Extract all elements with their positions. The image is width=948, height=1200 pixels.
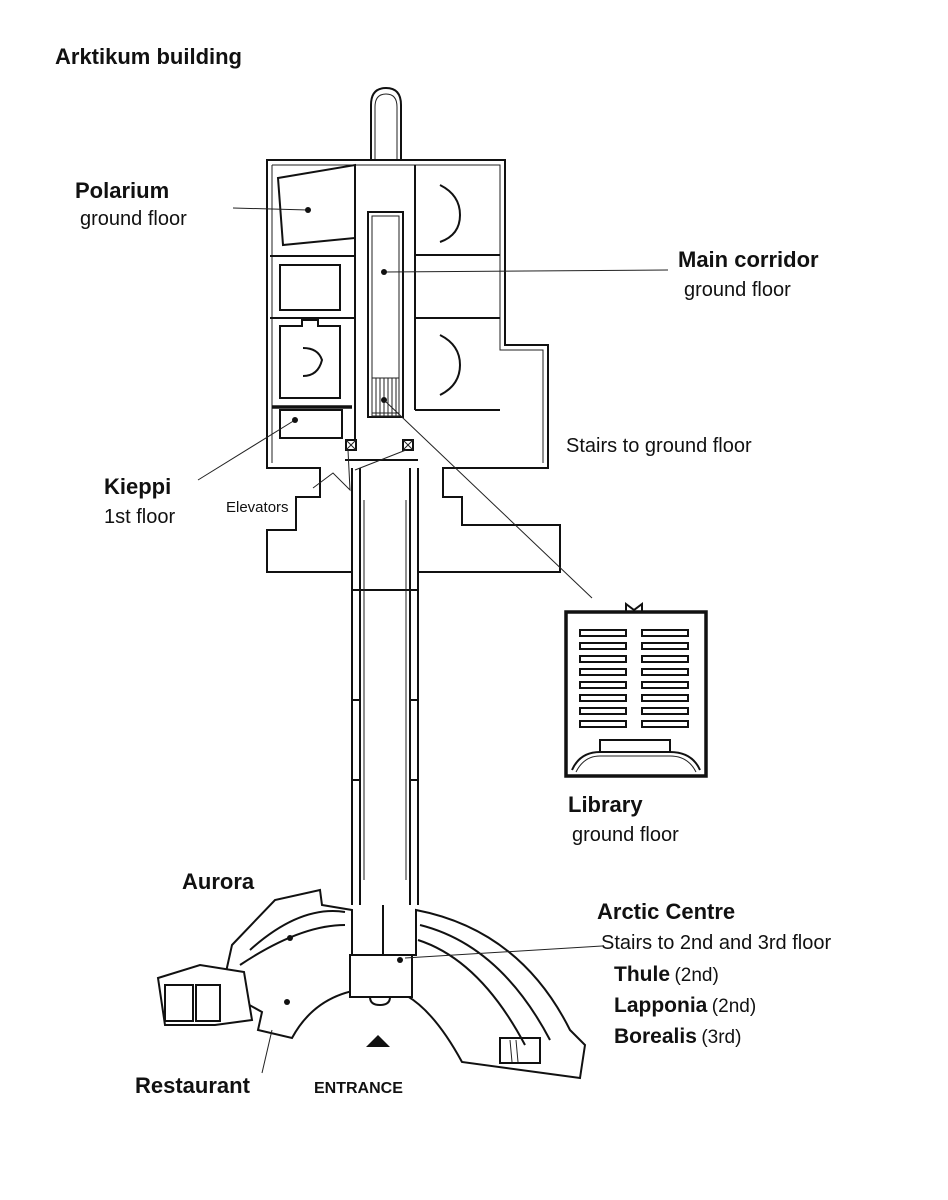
- right-room-apse-2: [439, 334, 462, 396]
- aurora-label: Aurora: [182, 869, 255, 894]
- floor-name: Lapponia: [614, 994, 708, 1017]
- library-label: Library: [568, 792, 643, 817]
- kieppi-floor: 1st floor: [104, 506, 176, 528]
- arctic-centre-label: Arctic Centre: [597, 899, 736, 924]
- restaurant-label: Restaurant: [135, 1073, 250, 1098]
- polarium-label: Polarium: [75, 178, 170, 203]
- floor-thule: Thule (2nd): [614, 963, 719, 987]
- long-corridor: [351, 468, 419, 905]
- floor-level: (2nd): [674, 965, 719, 986]
- floor-name: Thule: [614, 963, 670, 986]
- floor-borealis: Borealis (3rd): [614, 1025, 741, 1049]
- entrance-arrow-icon: [366, 1035, 390, 1047]
- floor-level: (2nd): [711, 996, 757, 1017]
- kieppi-room: [279, 409, 343, 439]
- kieppi-label: Kieppi: [104, 474, 172, 499]
- leader-lines: [197, 207, 669, 1074]
- polarium-floor: ground floor: [80, 208, 187, 230]
- right-room-apse-1: [439, 184, 462, 243]
- stairs-ground-label: Stairs to ground floor: [566, 435, 752, 457]
- elevators-label: Elevators: [226, 499, 289, 516]
- left-room-1: [279, 264, 341, 311]
- library-inset: [564, 602, 708, 778]
- left-room-2: [279, 319, 341, 399]
- floor-level: (3rd): [701, 1027, 742, 1048]
- arctic-centre-stairs: Stairs to 2nd and 3rd floor: [601, 932, 832, 954]
- main-corridor-room: [367, 211, 404, 418]
- polarium-room: [276, 163, 356, 247]
- location-dots: [284, 207, 403, 1005]
- library-floor: ground floor: [572, 824, 679, 846]
- main-corridor-label: Main corridor: [678, 247, 819, 272]
- main-corridor-floor: ground floor: [684, 279, 791, 301]
- map-title: Arktikum building: [55, 44, 242, 69]
- north-apse: [370, 86, 402, 166]
- restaurant-block: [156, 963, 254, 1026]
- stairs-to-ground: [371, 377, 400, 417]
- floor-name: Borealis: [614, 1025, 697, 1048]
- floor-lapponia: Lapponia (2nd): [614, 994, 756, 1018]
- elevators-symbol: [345, 439, 414, 451]
- entrance-label: ENTRANCE: [314, 1080, 403, 1097]
